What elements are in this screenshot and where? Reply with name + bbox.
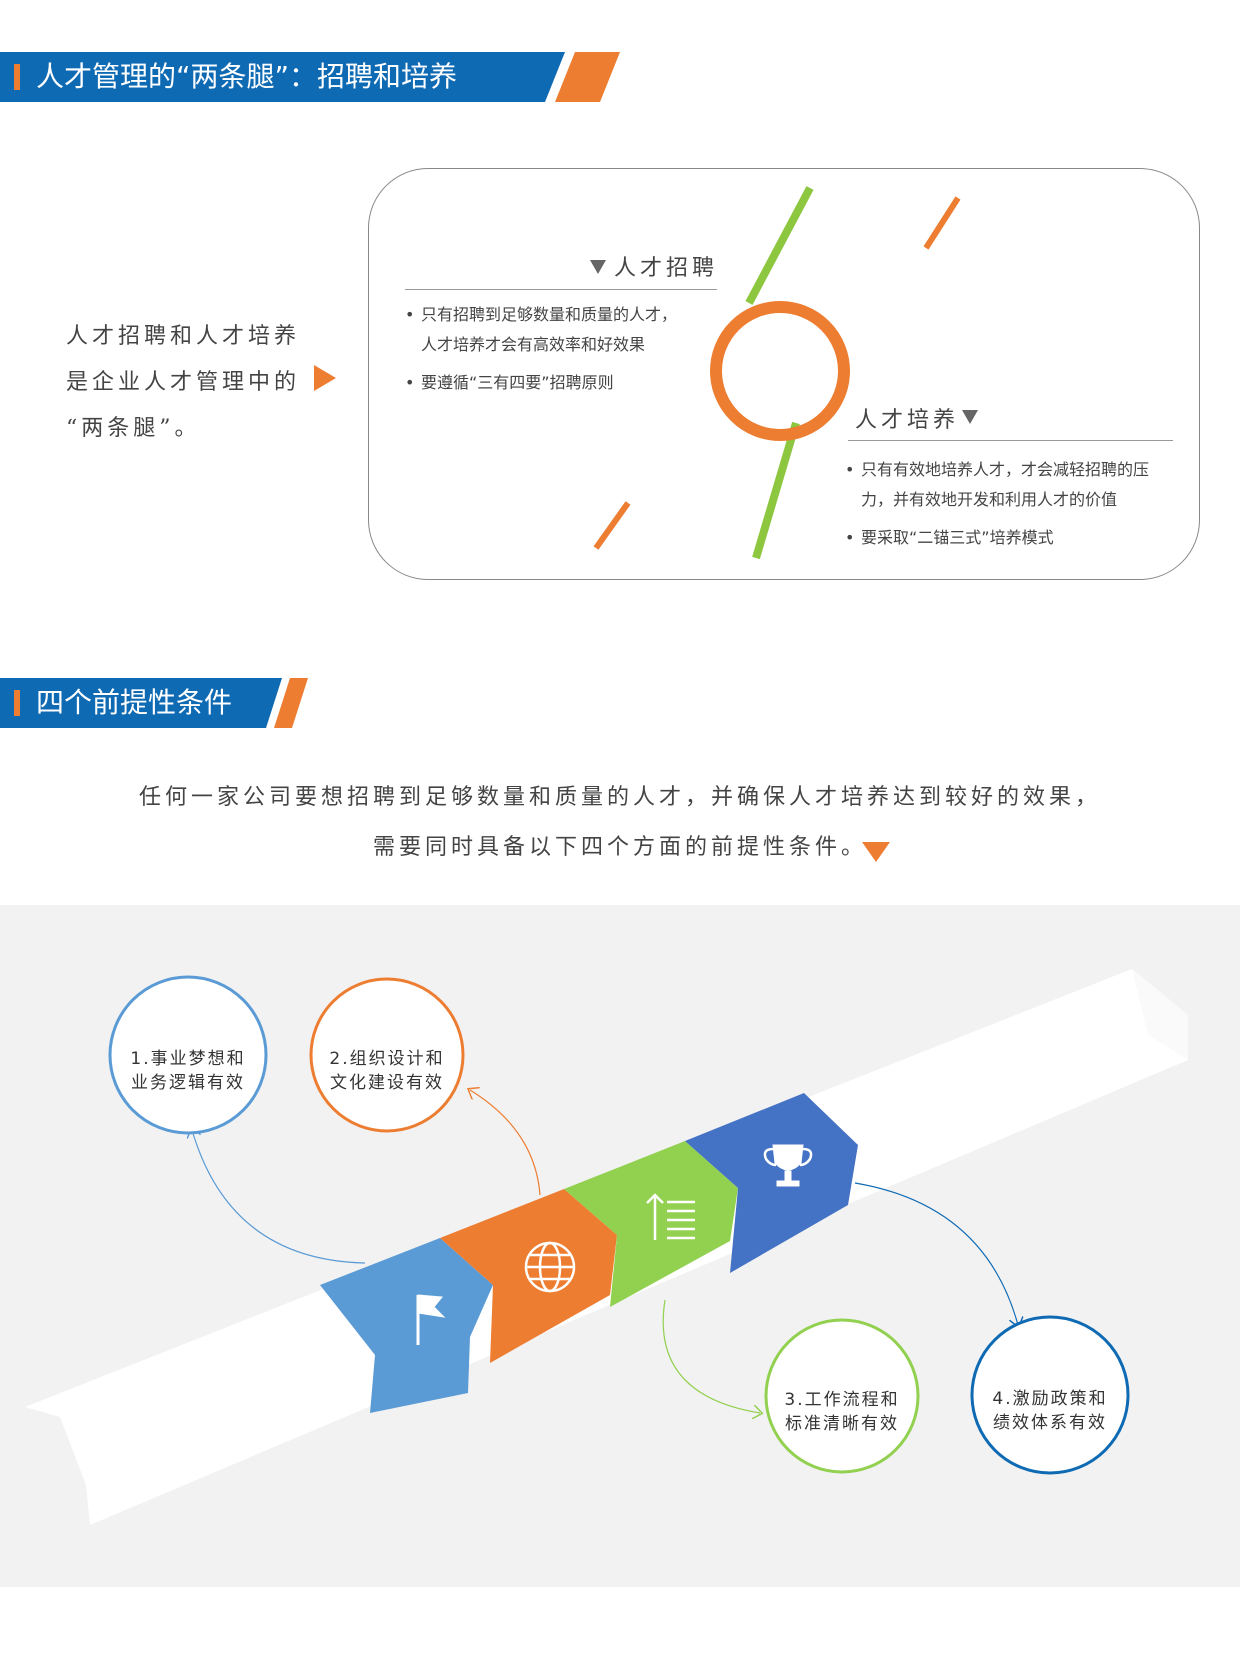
connector-1: [192, 1130, 366, 1264]
bullet-item: • 只有有效地培养人才，才会减轻招聘的压 力，并有效地开发和利用人才的价值: [845, 460, 1150, 509]
step-1-block: [320, 1238, 493, 1413]
condition-1-label: 1.事业梦想和 业务逻辑有效: [130, 1049, 246, 1093]
condition-circle-4: [970, 1315, 1130, 1475]
bullet-item: • 要遵循“三有四要”招聘原则: [405, 373, 614, 392]
step-3-block: [564, 1141, 738, 1307]
decorative-graphic: [593, 186, 961, 560]
section2-title: 四个前提性条件: [36, 686, 233, 719]
train-bullets: • 只有有效地培养人才，才会减轻招聘的压 力，并有效地开发和利用人才的价值 • …: [845, 455, 1190, 553]
section1-intro: 人才招聘和人才培养 是企业人才管理中的 “两条腿”。: [66, 314, 300, 452]
flag-icon: [416, 1294, 446, 1345]
triangle-down-icon: [590, 260, 606, 274]
step-4-block: [685, 1093, 858, 1273]
recruit-heading: 人才招聘: [614, 256, 719, 281]
train-divider: [848, 440, 1173, 441]
section1-title-bar: [0, 52, 620, 102]
condition-2-label: 2.组织设计和 文化建设有效: [329, 1049, 445, 1093]
trophy-icon: [763, 1144, 813, 1187]
bullet-item: • 只有招聘到足够数量和质量的人才， 人才培养才会有高效率和好效果: [405, 305, 678, 354]
intro-line: 需要同时具备以下四个方面的前提性条件。: [372, 835, 867, 860]
triangle-down-icon: [962, 410, 978, 424]
recruit-train-panel: [368, 168, 1200, 580]
condition-circle-2: [309, 977, 465, 1133]
play-arrow-icon: [314, 365, 336, 391]
recruit-bullets: • 只有招聘到足够数量和质量的人才， 人才培养才会有高效率和好效果 • 要遵循“…: [405, 300, 735, 398]
intro-line: 是企业人才管理中的: [66, 370, 301, 395]
section1-title: 人才管理的“两条腿”：招聘和培养: [36, 60, 458, 93]
section2-title-bar: [0, 678, 308, 728]
section2-intro: 任何一家公司要想招聘到足够数量和质量的人才，并确保人才培养达到较好的效果， 需要…: [0, 773, 1240, 873]
connector-4: [854, 1182, 1018, 1325]
conditions-diagram: [25, 969, 1188, 1525]
list-up-icon: [646, 1193, 695, 1240]
train-heading: 人才培养: [855, 408, 960, 433]
bullet-item: • 要采取“二锚三式”培养模式: [845, 528, 1054, 547]
condition-3-label: 3.工作流程和 标准清晰有效: [784, 1390, 900, 1434]
condition-circle-1: [108, 975, 268, 1135]
globe-icon: [524, 1241, 576, 1293]
connector-2: [470, 1090, 541, 1196]
triangle-down-icon: [862, 842, 890, 862]
condition-4-label: 4.激励政策和 绩效体系有效: [992, 1389, 1108, 1433]
intro-line: 任何一家公司要想招聘到足够数量和质量的人才，并确保人才培养达到较好的效果，: [138, 785, 1101, 810]
connector-3: [662, 1299, 760, 1413]
intro-line: 人才招聘和人才培养: [66, 324, 301, 349]
intro-line: “两条腿”。: [66, 416, 201, 441]
condition-circle-3: [764, 1318, 920, 1474]
recruit-divider: [405, 289, 717, 290]
